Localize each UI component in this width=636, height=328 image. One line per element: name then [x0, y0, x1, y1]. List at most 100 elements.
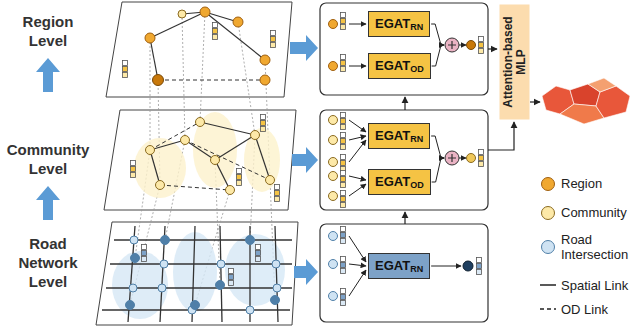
- block-inputs-part-part: [329, 292, 338, 301]
- inter-level-dashes-part: [200, 12, 205, 122]
- block-inputs-part-part: [349, 264, 366, 266]
- mlp-label: Attention-based MLP: [501, 5, 527, 120]
- module-subscript: RN: [410, 134, 423, 144]
- region-map: [542, 78, 630, 124]
- block-inputs-part: [349, 24, 366, 296]
- road-intersections-part-part: [191, 301, 200, 310]
- block-arrows-part: [530, 101, 540, 102]
- legend-text: Region: [561, 176, 635, 191]
- block-arrows-part: [488, 122, 514, 150]
- block-outputs-part-part: [459, 45, 466, 46]
- community-graph-part-part: [156, 181, 165, 190]
- region-graph-part: [153, 75, 164, 86]
- block-outputs-part: [479, 150, 484, 167]
- community-areas-part: [134, 138, 186, 198]
- legend-swatch: [541, 177, 555, 191]
- region-graph-part-part: [150, 12, 205, 38]
- block-inputs-part-part: [349, 270, 366, 296]
- inter-level-dashes-part: [238, 22, 255, 135]
- community-graph-part-part: [160, 185, 230, 190]
- block-arrows-part: [488, 48, 497, 49]
- community-graph-part: [150, 122, 270, 190]
- egat-box: EGATRN: [368, 253, 430, 279]
- block-inputs-part-part: [349, 24, 366, 25]
- region-graph-part-part: [145, 33, 155, 43]
- module-output-arrow: [431, 266, 461, 267]
- block-inputs-part: [341, 13, 346, 30]
- legend-text: Road Intersection: [561, 232, 635, 262]
- block-inputs: [329, 13, 367, 306]
- community-graph-part-part: [185, 140, 215, 160]
- region-map-part: [588, 78, 616, 92]
- block-outputs-part-part: [448, 41, 456, 162]
- region-graph-part-part: [233, 17, 243, 27]
- block-inputs-part-part: [349, 176, 366, 180]
- road-intersections-part-part: [272, 260, 280, 268]
- region-graph-part-part: [200, 7, 210, 17]
- road-areas: [112, 232, 285, 319]
- road-intersections-part: [129, 236, 281, 314]
- region-graph: [123, 7, 276, 86]
- block-outputs-part: [448, 41, 456, 162]
- block-outputs-part: [479, 37, 484, 54]
- road-intersections-part-part: [246, 236, 254, 244]
- level-label: Community Level: [2, 140, 94, 178]
- road-grid-part: [220, 226, 222, 322]
- road-grid-part: [275, 226, 278, 322]
- mlp-box: Attention-based MLP: [499, 5, 529, 120]
- plane-to-block-arrows-part: [290, 35, 318, 61]
- community-graph-part-part: [200, 122, 255, 135]
- module-output-arrow: [431, 136, 444, 158]
- block-inputs-part-part: [329, 260, 338, 269]
- road-grid-part: [110, 263, 292, 264]
- block-outputs-part-part: [459, 158, 466, 159]
- planes-part: [106, 2, 292, 97]
- road-intersections-part-part: [130, 236, 138, 244]
- road-intersections-part: [126, 236, 280, 310]
- region-graph-part: [213, 23, 218, 40]
- planes-part: [104, 110, 296, 210]
- egat-box: EGATOD: [368, 53, 431, 79]
- module-name: EGAT: [375, 16, 410, 31]
- block-outputs: [445, 37, 484, 275]
- region-graph-part: [158, 80, 265, 81]
- region-graph-part: [123, 61, 128, 78]
- planes: [96, 2, 298, 325]
- community-graph-part: [261, 115, 266, 132]
- block-inputs-part-part: [349, 236, 366, 262]
- block-inputs-part-part: [329, 136, 338, 145]
- block-inputs-part-part: [349, 140, 366, 162]
- module-name: EGAT: [375, 128, 410, 143]
- community-graph-part-part: [150, 122, 200, 150]
- community-graph-part-part: [211, 156, 220, 165]
- blocks-part: [320, 110, 488, 210]
- legend-text: Community: [561, 205, 635, 220]
- block-inputs-part-part: [329, 232, 338, 241]
- community-areas-part: [244, 128, 280, 192]
- block-outputs-part: [477, 258, 482, 275]
- road-intersections-part-part: [246, 236, 255, 245]
- block-inputs-part: [329, 232, 338, 301]
- legend-swatch: [541, 206, 555, 220]
- community-graph-part-part: [185, 140, 270, 180]
- community-graph-part-part: [251, 131, 260, 140]
- block-inputs-part: [341, 133, 346, 150]
- region-graph-part: [271, 31, 276, 48]
- community-graph-part: [275, 185, 280, 202]
- block-inputs-part-part: [329, 158, 338, 167]
- block-inputs-part: [341, 227, 346, 244]
- block-outputs-part: [467, 154, 476, 163]
- community-graph-part-part: [150, 140, 185, 150]
- road-intersections-part-part: [273, 284, 281, 292]
- block-inputs-part: [341, 289, 346, 306]
- road-intersections-part-part: [217, 260, 225, 268]
- community-graph-part: [131, 161, 136, 178]
- module-name: EGAT: [375, 258, 410, 273]
- module-output-arrow: [432, 158, 444, 182]
- module-name: EGAT: [375, 58, 410, 73]
- road-intersections-part-part: [129, 284, 137, 292]
- block-outputs-part: [463, 261, 473, 271]
- community-graph-part-part: [150, 150, 160, 185]
- road-intersections-part-part: [160, 260, 168, 268]
